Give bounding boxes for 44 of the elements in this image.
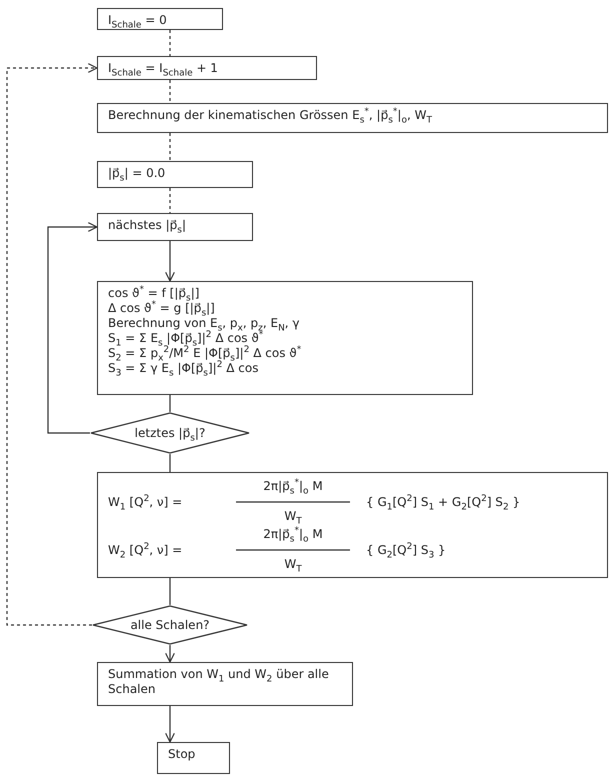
- connector-line: [169, 395, 171, 412]
- step-text: Berechnung von E$_{s}$, p$_{x}$, p$_{z}$, E$_{N}$, γ: [108, 316, 301, 331]
- formula-text: W$_{2}$ [Q$^{2}$, ν] =: [108, 543, 182, 558]
- process-box: [97, 281, 473, 395]
- process-box: [97, 662, 353, 706]
- process-box: [97, 8, 223, 30]
- step-text: Δ cos ϑ$^{*}$ = g [|p⃗$_{s}$|]: [108, 301, 215, 316]
- formula-text: W$_{T}$: [283, 509, 303, 524]
- formula-text: W$_{1}$ [Q$^{2}$, ν] =: [108, 495, 182, 510]
- process-box: [97, 161, 253, 188]
- arrow: [6, 62, 98, 626]
- process-box: [97, 213, 253, 241]
- step-text: |p⃗$_{s}$| = 0.0: [108, 166, 166, 181]
- step-text: S$_{2}$ = Σ p$_{x}$$^{2}$/M$^{2}$ E |Φ[p⃗$_{s}$]|$^{2}$ Δ cos ϑ$^{*}$: [108, 346, 302, 361]
- decision-text: letztes |p⃗$_{s}$|?: [134, 426, 206, 440]
- connector-line: [169, 133, 171, 161]
- step-text: Berechnung der kinematischen Grössen E$_{s}$$^{*}$, |p⃗$_{s}$$^{*}$|$_{o}$, W$_{T}$: [108, 108, 433, 123]
- step-text: cos ϑ$^{*}$ = f [|p⃗$_{s}$|]: [108, 286, 200, 301]
- connector-line: [169, 578, 171, 605]
- arrow: [164, 706, 176, 743]
- process-box: [97, 56, 317, 80]
- formula-text: { G$_{1}$[Q$^{2}$] S$_{1}$ + G$_{2}$[Q$^{2}$] S$_{2}$ }: [366, 495, 520, 510]
- formula-text: { G$_{2}$[Q$^{2}$] S$_{3}$ }: [366, 543, 446, 558]
- formula-box: [97, 472, 608, 578]
- step-text: S$_{3}$ = Σ γ E$_{s}$ |Φ[p⃗$_{s}$]|$^{2}$ Δ cos: [108, 361, 260, 376]
- step-text: Summation von W$_{1}$ und W$_{2}$ über alle Schalen: [108, 667, 330, 697]
- step-text: I$_{Schale}$ = I$_{Schale}$ + 1: [108, 61, 219, 76]
- step-text: S$_{1}$ = Σ E$_{s}$ |Φ[p⃗$_{s}$]|$^{2}$ Δ cos ϑ$^{*}$: [108, 331, 264, 346]
- decision-text: alle Schalen?: [129, 618, 211, 632]
- process-box: [97, 103, 608, 133]
- process-box: [157, 742, 230, 774]
- connector-line: [169, 454, 171, 472]
- step-text: Stop: [168, 747, 196, 762]
- step-text: nächstes |p⃗$_{s}$|: [108, 218, 187, 233]
- step-text: I$_{Schale}$ = 0: [108, 13, 168, 28]
- connector-line: [169, 188, 171, 213]
- arrow: [164, 241, 176, 282]
- connector-line: [169, 30, 171, 56]
- formula-text: W$_{T}$: [283, 557, 303, 572]
- connector-line: [169, 80, 171, 103]
- formula-text: 2π|p⃗$_{s}$$^{*}$|$_{o}$ M: [262, 527, 324, 542]
- formula-text: 2π|p⃗$_{s}$$^{*}$|$_{o}$ M: [262, 479, 324, 494]
- arrow: [164, 645, 176, 663]
- arrow: [47, 222, 98, 434]
